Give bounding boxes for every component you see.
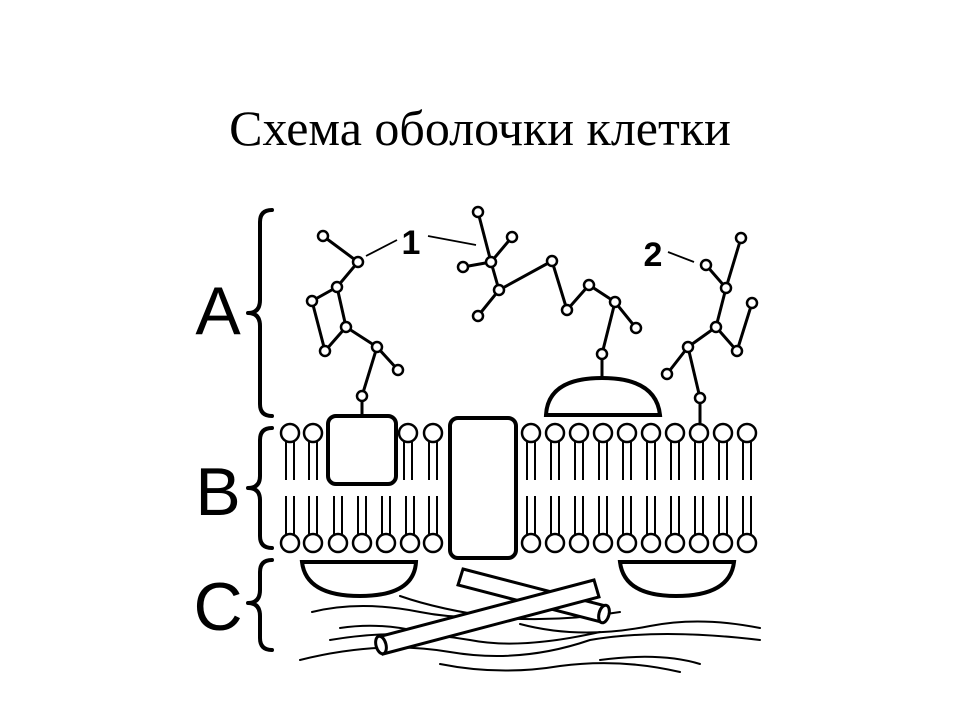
glycocalyx-chain-nodes [305,205,759,405]
sugar-node [681,340,695,354]
chain-link [321,234,379,398]
sugar-node [456,260,470,274]
sugar-node [330,280,344,294]
callout-1-leader-left [365,239,398,257]
lipid-heads [279,422,758,554]
sugar-node [391,363,405,377]
chain-link [686,301,754,355]
sugar-node [484,255,498,269]
lipid-head [568,532,590,554]
sugar-node [505,230,519,244]
sugar-node [699,258,713,272]
lipid-head [422,532,444,554]
lipid-head [544,422,566,444]
lipid-head [688,532,710,554]
lipid-head [616,532,638,554]
sugar-node [339,320,353,334]
glycocalyx-chain-lines [310,210,754,426]
lipid-head [544,532,566,554]
sugar-node [719,281,733,295]
lipid-head [520,532,542,554]
surface-protein-top [543,375,663,417]
sugar-node [582,278,596,292]
sugar-node [693,391,707,405]
lipid-head [736,532,758,554]
lipid-head [640,532,662,554]
label-c: C [193,569,242,645]
lipid-head [688,422,710,444]
lipid-head [279,532,301,554]
lipid-head [302,422,324,444]
lipid-head [422,422,444,444]
lipid-head [375,532,397,554]
sugar-node [492,283,506,297]
lipid-head [279,422,301,444]
bracket-b [246,426,274,550]
lipid-head [302,532,324,554]
sugar-node [709,320,723,334]
lipid-head [592,532,614,554]
sugar-node [745,296,759,310]
sugar-node [316,229,330,243]
inner-protein-left [299,560,419,599]
lipid-head [664,532,686,554]
bracket-a [246,208,274,418]
peripheral-protein-square [326,414,398,486]
lipid-head [397,422,419,444]
lipid-tails [285,442,752,534]
inner-protein-right [617,560,737,599]
slide-title: Схема оболочки клетки [229,100,731,156]
lipid-head [568,422,590,444]
sugar-node [608,295,622,309]
sugar-node [734,231,748,245]
label-b: B [195,454,240,530]
lipid-head [327,532,349,554]
lipid-head [592,422,614,444]
integral-protein [448,416,518,560]
callout-2: 2 [644,236,663,274]
bracket-c [246,558,274,652]
sugar-node [351,255,365,269]
lipid-head [712,422,734,444]
lipid-head [351,532,373,554]
sugar-node [471,205,485,219]
sugar-node [595,347,609,361]
sugar-node [318,344,332,358]
microtubule-rod-2 [374,578,601,656]
sugar-node [629,321,643,335]
label-a: A [195,273,241,349]
callout-2-leader [667,251,695,263]
lipid-head [399,532,421,554]
lipid-head [616,422,638,444]
callout-1-leader-right [427,235,477,246]
lipid-head [664,422,686,444]
sugar-node [305,294,319,308]
lipid-head [640,422,662,444]
lipid-head [712,532,734,554]
callout-1: 1 [402,224,421,262]
lipid-head [520,422,542,444]
sugar-node [545,254,559,268]
sugar-node [560,303,574,317]
sugar-node [370,340,384,354]
sugar-node [730,344,744,358]
chain-link [476,210,501,292]
sugar-node [355,389,369,403]
sugar-node [660,367,674,381]
sugar-node [471,309,485,323]
lipid-head [736,422,758,444]
